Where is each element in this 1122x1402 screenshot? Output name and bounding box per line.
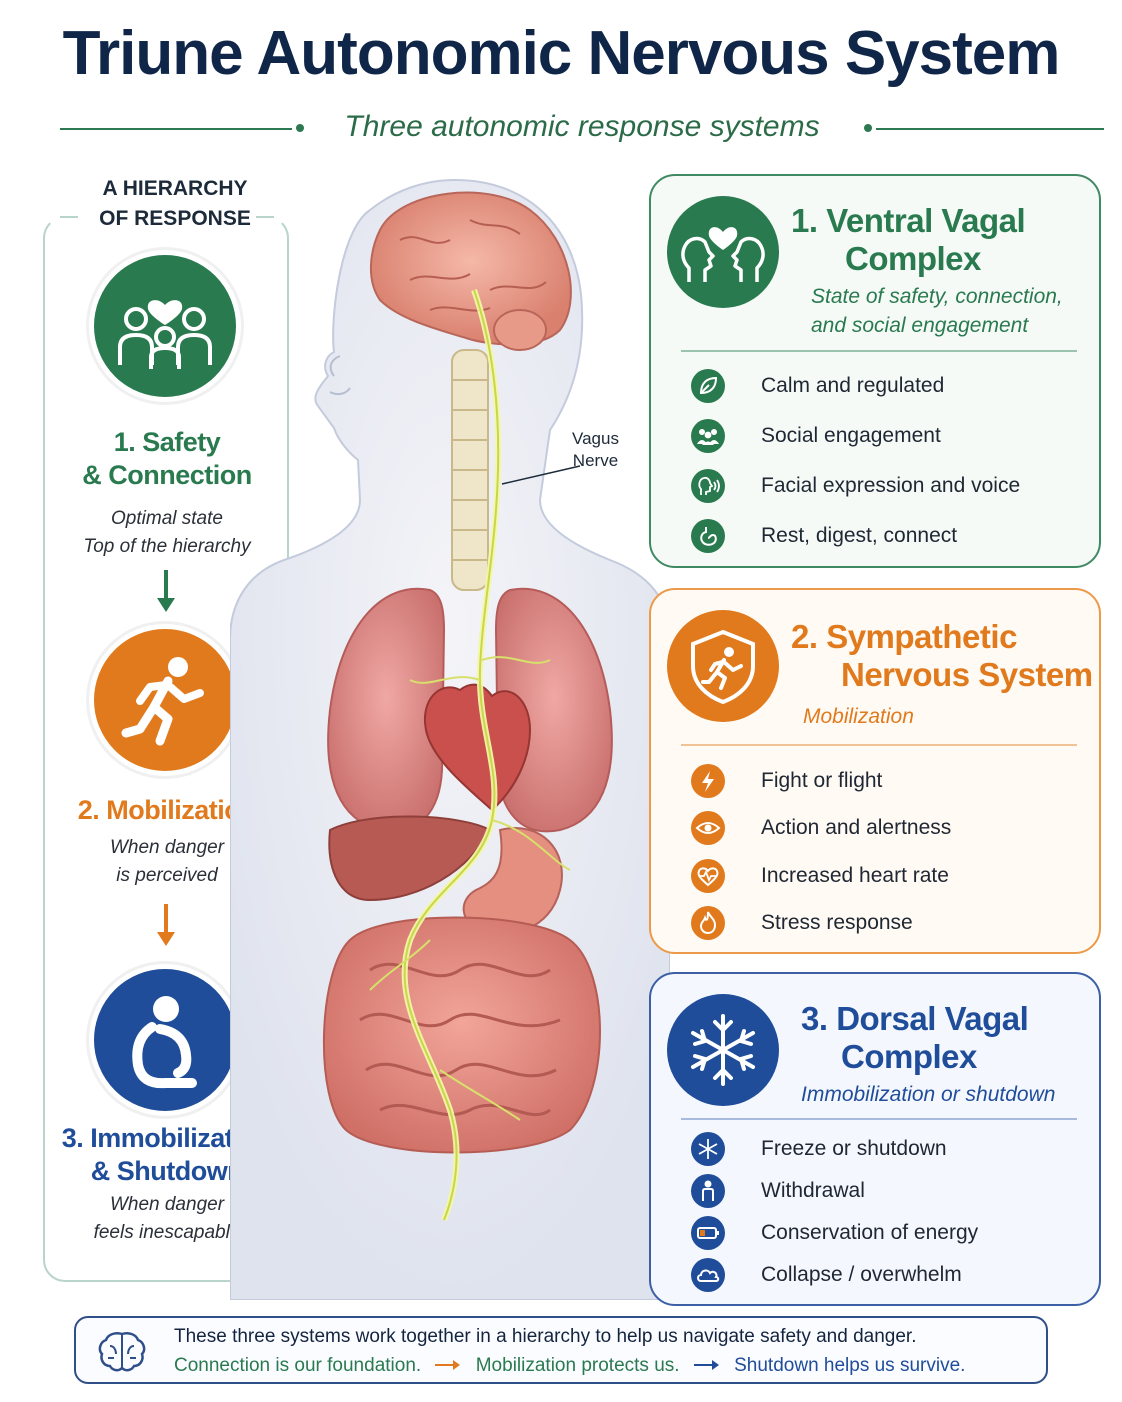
hierarchy-heading-line1: A HIERARCHY — [102, 177, 248, 200]
snowflake-icon — [667, 994, 779, 1106]
family-heart-icon — [89, 250, 241, 402]
level-1-title-line2: & Connection — [82, 460, 252, 490]
feature-label: Withdrawal — [761, 1179, 865, 1202]
group-icon — [691, 419, 725, 453]
card-3-divider — [681, 1118, 1077, 1120]
anatomy-illustration — [229, 170, 671, 1301]
level-1-sub-line1: Optimal state — [111, 508, 223, 529]
feature-label: Freeze or shutdown — [761, 1137, 947, 1160]
eye-icon — [691, 811, 725, 845]
level-2-sub-line2: is perceived — [116, 865, 218, 886]
arrow-down-icon — [157, 570, 175, 612]
footer-line2: Connection is our foundation. Mobilizati… — [174, 1355, 965, 1377]
feature-label: Action and alertness — [761, 816, 952, 839]
page-subtitle: Three autonomic response systems — [344, 110, 820, 143]
level-2-sub-line1: When danger — [109, 837, 225, 858]
footer-part-shutdown: Shutdown helps us survive. — [734, 1355, 966, 1376]
card-3-title: 3. Dorsal Vagal Complex — [801, 1000, 1029, 1076]
card-3-title-line2: Complex — [841, 1038, 977, 1075]
running-person-icon — [89, 624, 241, 776]
shield-runner-icon — [667, 610, 779, 722]
battery-icon — [691, 1216, 725, 1250]
arrow-right-icon — [426, 1355, 470, 1377]
vagus-label-line1: Vagus — [572, 429, 619, 448]
level-1-title-line1: 1. Safety — [113, 427, 221, 457]
faces-heart-icon — [667, 196, 779, 308]
lightning-icon — [691, 764, 725, 798]
vagus-nerve-label: Vagus Nerve — [572, 428, 619, 472]
card-dorsal-vagal: 3. Dorsal Vagal Complex Immobilization o… — [649, 972, 1101, 1306]
card-ventral-vagal: 1. Ventral Vagal Complex State of safety… — [649, 174, 1101, 568]
snowflake-icon — [691, 1132, 725, 1166]
arrow-down-icon — [157, 904, 175, 946]
card-2-title-line2: Nervous System — [841, 656, 1093, 693]
feature-label: Facial expression and voice — [761, 474, 1021, 497]
subtitle-line-left — [60, 128, 292, 130]
card-1-title-line2: Complex — [845, 240, 981, 277]
feature-label: Stress response — [761, 911, 913, 934]
level-3-sub-line1: When danger — [109, 1194, 225, 1215]
card-1-title: 1. Ventral Vagal Complex — [791, 202, 1026, 278]
leaf-icon — [691, 369, 725, 403]
cloud-icon — [691, 1258, 725, 1292]
subtitle-dot-left — [296, 124, 304, 132]
subtitle-line-right — [876, 128, 1104, 130]
card-1-title-line1: 1. Ventral Vagal — [791, 202, 1026, 239]
card-3-title-line1: 3. Dorsal Vagal — [801, 1000, 1029, 1037]
feature-label: Social engagement — [761, 424, 941, 447]
huddled-person-icon — [89, 964, 241, 1116]
footer-part-mobilization: Mobilization protects us. — [475, 1355, 680, 1376]
footer-summary: These three systems work together in a h… — [74, 1316, 1048, 1384]
level-2-subtitle: When danger is perceived — [44, 834, 290, 890]
footer-line1: These three systems work together in a h… — [174, 1326, 917, 1347]
subtitle-row: Three autonomic response systems — [60, 108, 1104, 148]
hierarchy-panel-edge — [256, 216, 274, 218]
card-2-divider — [681, 744, 1077, 746]
level-2-title: 2. Mobilization — [44, 794, 290, 827]
feature-label: Increased heart rate — [761, 864, 949, 887]
card-3-subtitle: Immobilization or shutdown — [801, 1080, 1055, 1109]
card-1-sub-line1: State of safety, connection, — [811, 285, 1063, 308]
level-1-title: 1. Safety & Connection — [44, 426, 290, 492]
card-1-divider — [681, 350, 1077, 352]
brain-icon — [98, 1332, 146, 1372]
card-3-sub-line1: Immobilization or shutdown — [801, 1083, 1056, 1106]
page-title: Triune Autonomic Nervous System — [62, 19, 1061, 88]
feature-label: Rest, digest, connect — [761, 524, 958, 547]
footer-part-connection: Connection is our foundation. — [174, 1355, 422, 1376]
feature-label: Conservation of energy — [761, 1221, 979, 1244]
card-2-sub-line1: Mobilization — [803, 705, 914, 728]
subtitle-dot-right — [864, 124, 872, 132]
level-1-sub-line2: Top of the hierarchy — [83, 536, 251, 557]
hierarchy-panel-edge — [60, 216, 78, 218]
card-2-title-line1: 2. Sympathetic — [791, 618, 1017, 655]
hierarchy-heading-line2: OF RESPONSE — [99, 207, 251, 230]
feature-label: Collapse / overwhelm — [761, 1263, 962, 1286]
level-3-subtitle: When danger feels inescapable — [44, 1191, 290, 1247]
feature-label: Fight or flight — [761, 769, 883, 792]
stomach-icon — [691, 519, 725, 553]
hierarchy-heading: A HIERARCHY OF RESPONSE — [80, 174, 270, 234]
feature-label: Calm and regulated — [761, 374, 945, 397]
heartbeat-icon — [691, 859, 725, 893]
card-2-title: 2. Sympathetic Nervous System — [791, 618, 1093, 694]
vagus-label-line2: Nerve — [572, 451, 619, 470]
card-1-sub-line2: and social engagement — [811, 314, 1029, 337]
face-voice-icon — [691, 469, 725, 503]
card-sympathetic: 2. Sympathetic Nervous System Mobilizati… — [649, 588, 1101, 954]
person-icon — [691, 1174, 725, 1208]
level-1-subtitle: Optimal state Top of the hierarchy — [44, 505, 290, 561]
flame-icon — [691, 906, 725, 940]
card-2-subtitle: Mobilization — [803, 702, 914, 731]
card-1-subtitle: State of safety, connection, and social … — [811, 282, 1063, 340]
level-3-title-line2: & Shutdown — [90, 1156, 244, 1186]
level-3-sub-line2: feels inescapable — [93, 1222, 241, 1243]
arrow-right-icon — [685, 1355, 729, 1377]
level-2-title-line1: 2. Mobilization — [77, 795, 257, 825]
